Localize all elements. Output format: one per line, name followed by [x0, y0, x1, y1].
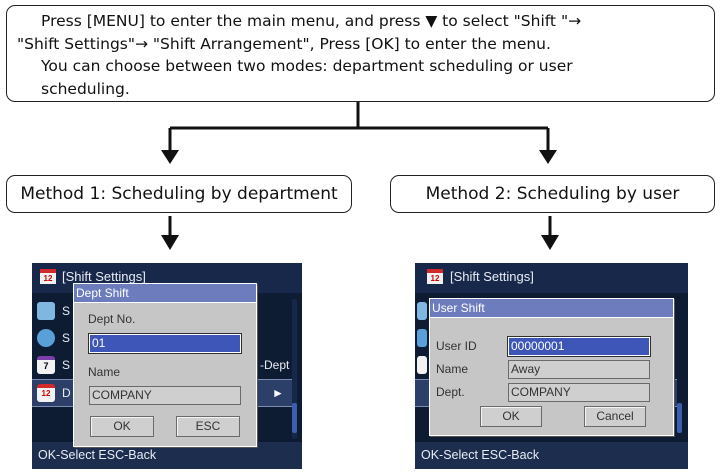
menu-item-4-text: D [62, 386, 71, 400]
screen-title-bar: 12 [Shift Settings] [415, 263, 688, 293]
instruction-line-3: You can choose between two modes: depart… [41, 57, 573, 75]
ok-button[interactable]: OK [480, 406, 542, 427]
dept-shift-dialog: Dept Shift Dept No. 01 Name COMPANY OK E… [73, 283, 257, 447]
arrow-down-icon [161, 150, 179, 164]
menu-item-2[interactable] [415, 326, 429, 350]
submenu-arrow-icon: ► [272, 386, 284, 400]
menu-item-3[interactable] [415, 353, 429, 377]
menu-item-1[interactable] [415, 299, 429, 323]
dept-no-label: Dept No. [88, 312, 136, 326]
person-calendar-icon [37, 302, 55, 320]
esc-button[interactable]: ESC [176, 416, 240, 437]
screen-title: [Shift Settings] [450, 269, 534, 284]
menu-item-3-text: S [62, 358, 71, 372]
dialog-title: Dept Shift [74, 284, 256, 303]
menu-item-3-right-text: -Dept [260, 358, 290, 372]
user-id-label: User ID [436, 339, 477, 353]
name-field: COMPANY [89, 386, 241, 405]
instruction-line-4: scheduling. [41, 79, 130, 98]
scrollbar-thumb[interactable] [292, 403, 297, 433]
name-field: Away [508, 360, 650, 379]
instruction-line-2: "Shift Settings"→ "Shift Arrangement", P… [17, 34, 551, 53]
dialog-title: User Shift [430, 299, 673, 318]
user-shift-dialog: User Shift User ID 00000001 Name Away De… [429, 298, 674, 436]
menu-item-2-text: S [62, 331, 71, 345]
calendar-12-icon: 12 [37, 384, 55, 402]
dept-label: Dept. [436, 385, 465, 399]
person-calendar-icon [417, 302, 427, 320]
method-2-box: Method 2: Scheduling by user [390, 175, 715, 213]
arrow-down-icon [539, 150, 557, 164]
scrollbar-track[interactable] [292, 299, 297, 439]
group-icon [37, 329, 55, 347]
method-1-label: Method 1: Scheduling by department [20, 184, 338, 204]
menu-item-2[interactable]: S [32, 326, 92, 350]
dept-field: COMPANY [508, 383, 650, 402]
instruction-box: Press [MENU] to enter the main menu, and… [6, 5, 715, 102]
user-shift-screen: 12 [Shift Settings] OK-Select ESC-Back U… [415, 263, 688, 469]
calendar-icon: 12 [40, 269, 56, 284]
dept-shift-screen: 12 [Shift Settings] S S 7 S 12 D ► -Dept… [32, 263, 302, 469]
name-label: Name [88, 365, 121, 379]
method-2-label: Method 2: Scheduling by user [425, 184, 680, 204]
name-label: Name [436, 362, 469, 376]
cancel-button[interactable]: Cancel [584, 406, 646, 427]
menu-item-3[interactable]: 7 S [32, 353, 92, 377]
method-1-box: Method 1: Scheduling by department [6, 175, 352, 213]
arrow-down-icon [541, 235, 559, 250]
user-id-input[interactable]: 00000001 [507, 336, 651, 357]
group-icon [417, 329, 427, 347]
calendar-7-icon: 7 [37, 356, 55, 374]
screen-footer: OK-Select ESC-Back [415, 442, 688, 469]
dept-no-input[interactable]: 01 [88, 333, 242, 354]
scrollbar-thumb[interactable] [677, 403, 682, 433]
arrow-down-icon [161, 235, 179, 250]
calendar-7-icon [417, 356, 427, 374]
calendar-icon: 12 [427, 269, 443, 284]
screen-title: [Shift Settings] [62, 269, 146, 284]
instruction-line-1: Press [MENU] to enter the main menu, and… [41, 12, 582, 30]
menu-item-1[interactable]: S [32, 299, 92, 323]
ok-button[interactable]: OK [90, 416, 154, 437]
menu-item-1-text: S [62, 304, 71, 318]
